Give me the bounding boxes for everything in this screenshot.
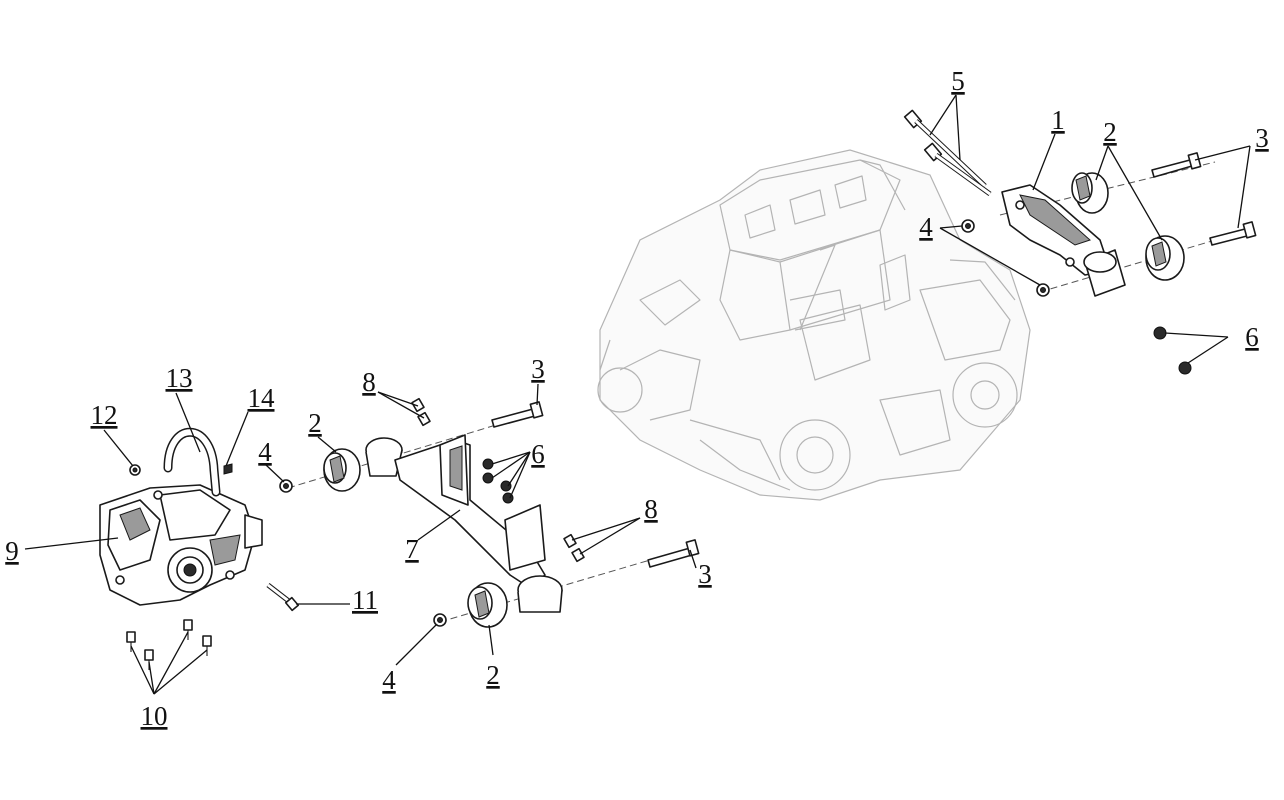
callout-7: 7 [405, 534, 419, 564]
nut-right-b [1178, 361, 1192, 375]
nut-right-a [1153, 326, 1167, 340]
engine-mount-bracket [1001, 184, 1111, 276]
bolts-upper-8 [411, 397, 431, 427]
callout-4-low: 4 [382, 665, 396, 695]
callout-8-upper: 8 [362, 367, 376, 397]
bolts-lower-8 [563, 533, 585, 563]
callout-11: 11 [352, 585, 378, 615]
bolt-11 [266, 583, 300, 612]
bushing-top-b [1145, 235, 1185, 281]
bolt-top-1 [1151, 152, 1202, 178]
callout-5: 5 [951, 66, 965, 96]
callout-14: 14 [248, 383, 276, 413]
callout-3-low: 3 [698, 559, 712, 589]
nut-mid-4 [279, 479, 293, 493]
bushing-low [467, 582, 508, 628]
bushing-top-a [1071, 172, 1109, 214]
callout-6-mid: 6 [531, 439, 545, 469]
crossmember [365, 434, 563, 613]
callout-3-mid: 3 [531, 354, 545, 384]
gearbox-housing [99, 484, 263, 606]
long-bolt-upper [903, 109, 987, 188]
bolt-mid-3 [491, 401, 544, 428]
callout-2-low: 2 [486, 660, 500, 690]
nuts-mid-6 [482, 458, 514, 504]
plug-12 [129, 464, 141, 476]
callout-4-top: 4 [919, 212, 933, 242]
callout-4-mid: 4 [258, 437, 272, 467]
breather-hose [163, 427, 221, 497]
engine-assembly-ghost [597, 149, 1031, 501]
callout-2-top: 2 [1103, 117, 1117, 147]
callout-2-mid: 2 [308, 408, 322, 438]
nut-low-4 [433, 613, 447, 627]
callout-13: 13 [166, 363, 193, 393]
callout-1: 1 [1051, 105, 1065, 135]
hose-clip [223, 463, 233, 475]
nut-top-b [1036, 283, 1050, 297]
leader-lines [24, 94, 1251, 695]
callout-8-lower: 8 [644, 494, 658, 524]
long-bolt-lower [923, 142, 992, 197]
bolt-top-2 [1209, 221, 1257, 246]
mount-sleeve-top [1083, 249, 1126, 297]
callout-12: 12 [91, 400, 118, 430]
callout-3-top: 3 [1255, 123, 1269, 153]
callout-9: 9 [5, 536, 19, 566]
bushing-mid [323, 448, 361, 492]
callout-6-right: 6 [1245, 322, 1259, 352]
nut-top-a [961, 219, 975, 233]
callout-labels: 5 1 2 3 4 6 13 14 12 8 3 2 4 6 9 7 8 3 1… [5, 66, 1269, 731]
callout-10: 10 [141, 701, 168, 731]
